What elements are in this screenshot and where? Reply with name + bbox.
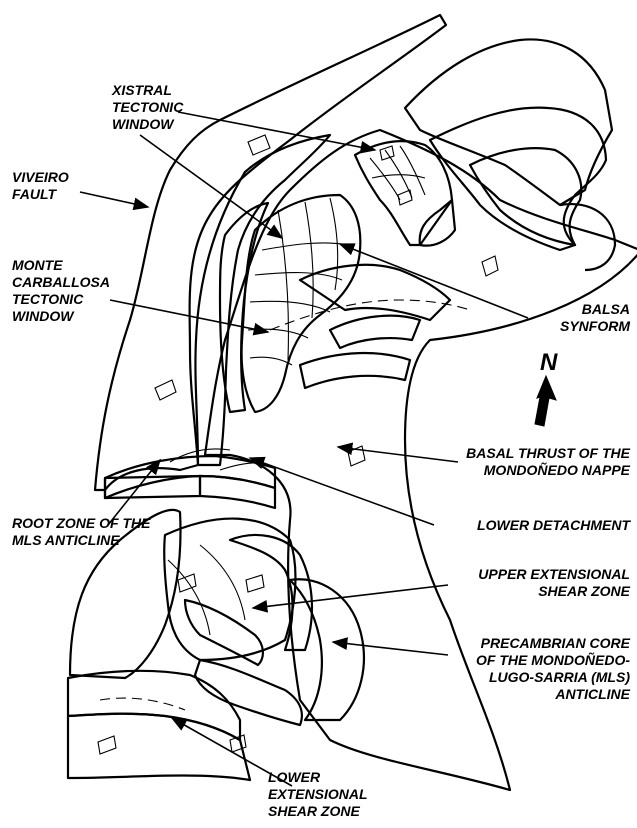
label-lower-extensional: LOWER EXTENSIONAL SHEAR ZONE [268, 769, 368, 819]
svg-text:SYNFORM: SYNFORM [560, 318, 630, 334]
label-lower-detachment: LOWER DETACHMENT [477, 517, 631, 533]
svg-text:SHEAR ZONE: SHEAR ZONE [268, 803, 360, 819]
root-zone-block [105, 449, 275, 508]
svg-text:WINDOW: WINDOW [12, 308, 75, 324]
svg-text:XISTRAL: XISTRAL [111, 82, 172, 98]
label-basal-thrust: BASAL THRUST OF THE MONDOÑEDO NAPPE [466, 445, 631, 478]
svg-text:LUGO-SARRIA (MLS): LUGO-SARRIA (MLS) [489, 669, 630, 685]
central-ribs [300, 265, 450, 388]
label-upper-extensional: UPPER EXTENSIONAL SHEAR ZONE [478, 566, 630, 599]
balsa-synform-axis [270, 300, 470, 330]
svg-text:CARBALLOSA: CARBALLOSA [12, 274, 110, 290]
label-xistral: XISTRAL TECTONIC WINDOW [111, 82, 184, 132]
svg-text:EXTENSIONAL: EXTENSIONAL [268, 786, 368, 802]
svg-text:PRECAMBRIAN CORE: PRECAMBRIAN CORE [481, 635, 631, 651]
svg-text:TECTONIC: TECTONIC [112, 99, 184, 115]
svg-text:BALSA: BALSA [582, 301, 630, 317]
label-precambrian-core: PRECAMBRIAN CORE OF THE MONDOÑEDO- LUGO-… [476, 635, 631, 702]
gray-band-west [195, 135, 330, 465]
svg-text:TECTONIC: TECTONIC [12, 291, 84, 307]
mls-anticline-section [68, 510, 364, 780]
svg-text:WINDOW: WINDOW [112, 116, 175, 132]
north-arrow-icon [535, 376, 556, 426]
svg-text:UPPER EXTENSIONAL: UPPER EXTENSIONAL [478, 566, 630, 582]
label-viveiro-fault: VIVEIRO FAULT [12, 169, 69, 202]
shear-sense-glyphs [98, 135, 498, 754]
svg-text:SHEAR ZONE: SHEAR ZONE [538, 583, 630, 599]
monte-carballosa-window [220, 195, 360, 412]
svg-text:VIVEIRO: VIVEIRO [12, 169, 69, 185]
svg-text:MONTE: MONTE [12, 257, 63, 273]
north-arrow: N [535, 349, 558, 426]
svg-text:ANTICLINE: ANTICLINE [554, 686, 630, 702]
svg-text:ROOT ZONE OF THE: ROOT ZONE OF THE [12, 515, 151, 531]
label-balsa-synform: BALSA SYNFORM [560, 301, 630, 334]
svg-text:MONDOÑEDO NAPPE: MONDOÑEDO NAPPE [484, 461, 631, 478]
svg-text:OF THE MONDOÑEDO-: OF THE MONDOÑEDO- [476, 651, 630, 668]
svg-text:N: N [540, 349, 558, 376]
svg-text:FAULT: FAULT [12, 186, 58, 202]
leader-lines [80, 112, 528, 786]
svg-text:BASAL THRUST OF THE: BASAL THRUST OF THE [466, 445, 631, 461]
svg-text:MLS ANTICLINE: MLS ANTICLINE [12, 532, 120, 548]
label-monte-carballosa: MONTE CARBALLOSA TECTONIC WINDOW [12, 257, 110, 324]
